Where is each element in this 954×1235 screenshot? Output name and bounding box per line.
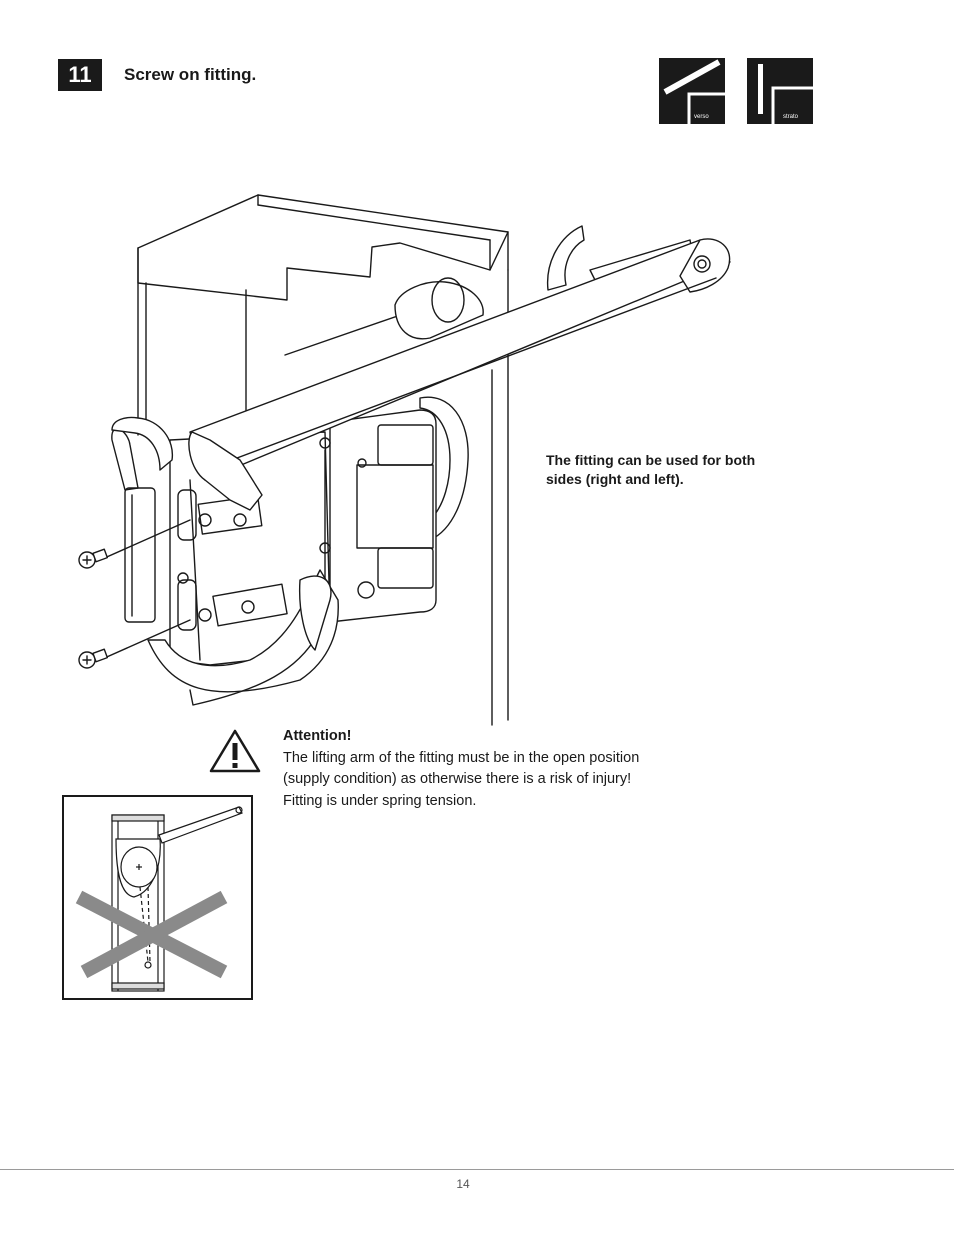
verso-icon — [663, 59, 725, 124]
verso-badge: verso — [659, 58, 725, 124]
screw-lower — [78, 619, 191, 669]
cross-out-icon — [75, 890, 228, 979]
strato-badge: strato — [747, 58, 813, 124]
note-text: The fitting can be used for both sides (… — [546, 452, 756, 487]
step-title: Screw on fitting. — [124, 65, 257, 84]
page-number: 14 — [456, 1177, 470, 1191]
warning-triangle-icon — [209, 729, 261, 773]
attention-heading: Attention! — [283, 728, 352, 744]
footer-divider — [0, 1169, 954, 1170]
step-number: 11 — [58, 59, 102, 91]
attention-line-2: (supply condition) as otherwise there is… — [283, 771, 632, 787]
attention-line-3: Fitting is under spring tension. — [283, 792, 477, 809]
fitting-assembly-illustration — [78, 194, 731, 726]
attention-line-1: The lifting arm of the fitting must be i… — [283, 749, 640, 766]
strato-icon — [758, 64, 813, 124]
strato-label: strato — [783, 114, 799, 120]
incorrect-position-illustration — [75, 806, 243, 992]
verso-label: verso — [694, 114, 709, 120]
wrong-position-inset — [62, 795, 253, 1000]
attention-block: Attention! The lifting arm of the fittin… — [283, 726, 723, 812]
screw-upper — [78, 519, 191, 569]
